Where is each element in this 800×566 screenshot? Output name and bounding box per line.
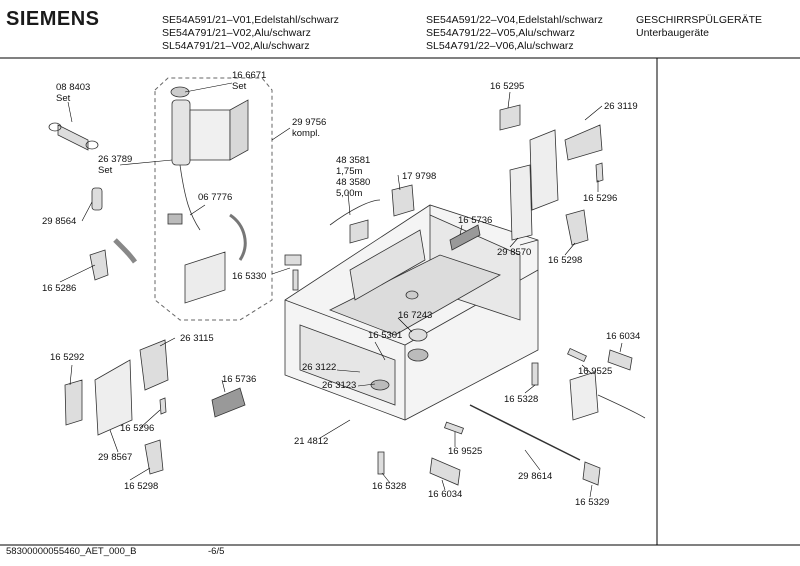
models-right: SE54A591/22–V04,Edelstahl/schwarz SE54A7… [426, 14, 603, 53]
part-label: 16 6034 [606, 331, 641, 342]
part-label: 16 9525 [448, 446, 483, 457]
part-label: 16 5298 [548, 255, 583, 266]
part-label: 26 3123 [322, 380, 357, 391]
part-label: 29 8567 [98, 452, 133, 463]
part-label: 26 3119 [604, 101, 638, 112]
valve-assembly [167, 86, 249, 304]
part-label: 16 5736 [222, 374, 257, 385]
model-line: SE54A591/21–V01,Edelstahl/schwarz [162, 14, 339, 26]
part-label: 29 8614 [518, 471, 553, 482]
models-left: SE54A591/21–V01,Edelstahl/schwarz SE54A7… [162, 14, 339, 53]
model-line: SE54A791/22–V05,Alu/schwarz [426, 27, 575, 39]
part-label: 26 3122 [302, 362, 337, 373]
part-label: 29 8564 [42, 216, 77, 227]
part-label: 26 3115 [180, 333, 214, 344]
small-parts [48, 104, 646, 486]
part-label: 16 9525 [578, 366, 613, 377]
category-title: GESCHIRRSPÜLGERÄTE [636, 14, 763, 26]
part-label: 21 4812 [294, 436, 329, 447]
part-label: 16 5330 [232, 271, 267, 282]
category: GESCHIRRSPÜLGERÄTE Unterbaugeräte [636, 14, 762, 40]
leader-lines [59, 82, 623, 498]
part-label: 17 9798 [402, 171, 437, 182]
part-label: 16 5328 [372, 481, 407, 492]
part-label: 16 5329 [575, 497, 610, 508]
part-label: 16 5296 [583, 193, 618, 204]
part-label: 16 5301 [368, 330, 403, 341]
part-label: 16 5286 [42, 283, 77, 294]
part-label: 16 5298 [124, 481, 159, 492]
part-label: 16 5296 [120, 423, 155, 434]
model-line: SL54A791/21–V02,Alu/schwarz [162, 40, 310, 52]
page-number: -6/5 [208, 546, 225, 557]
part-label: 16 7243 [398, 310, 433, 321]
part-label: 16 5295 [490, 81, 525, 92]
part-label: 16 5736 [458, 215, 493, 226]
category-subtitle: Unterbaugeräte [636, 27, 709, 39]
part-label: 16 5292 [50, 352, 85, 363]
model-line: SE54A591/22–V04,Edelstahl/schwarz [426, 14, 603, 26]
dashed-group-outline [154, 77, 273, 321]
model-line: SL54A791/22–V06,Alu/schwarz [426, 40, 574, 52]
brand-logo: SIEMENS [6, 8, 100, 30]
model-line: SE54A791/21–V02,Alu/schwarz [162, 27, 311, 39]
part-label: 06 7776 [198, 192, 233, 203]
document-id: 58300000055460_AET_000_B [6, 546, 137, 557]
part-label: 29 8570 [497, 247, 532, 258]
frame-lines [0, 57, 800, 546]
part-label: 16 5328 [504, 394, 539, 405]
part-label: 16 6034 [428, 489, 463, 500]
